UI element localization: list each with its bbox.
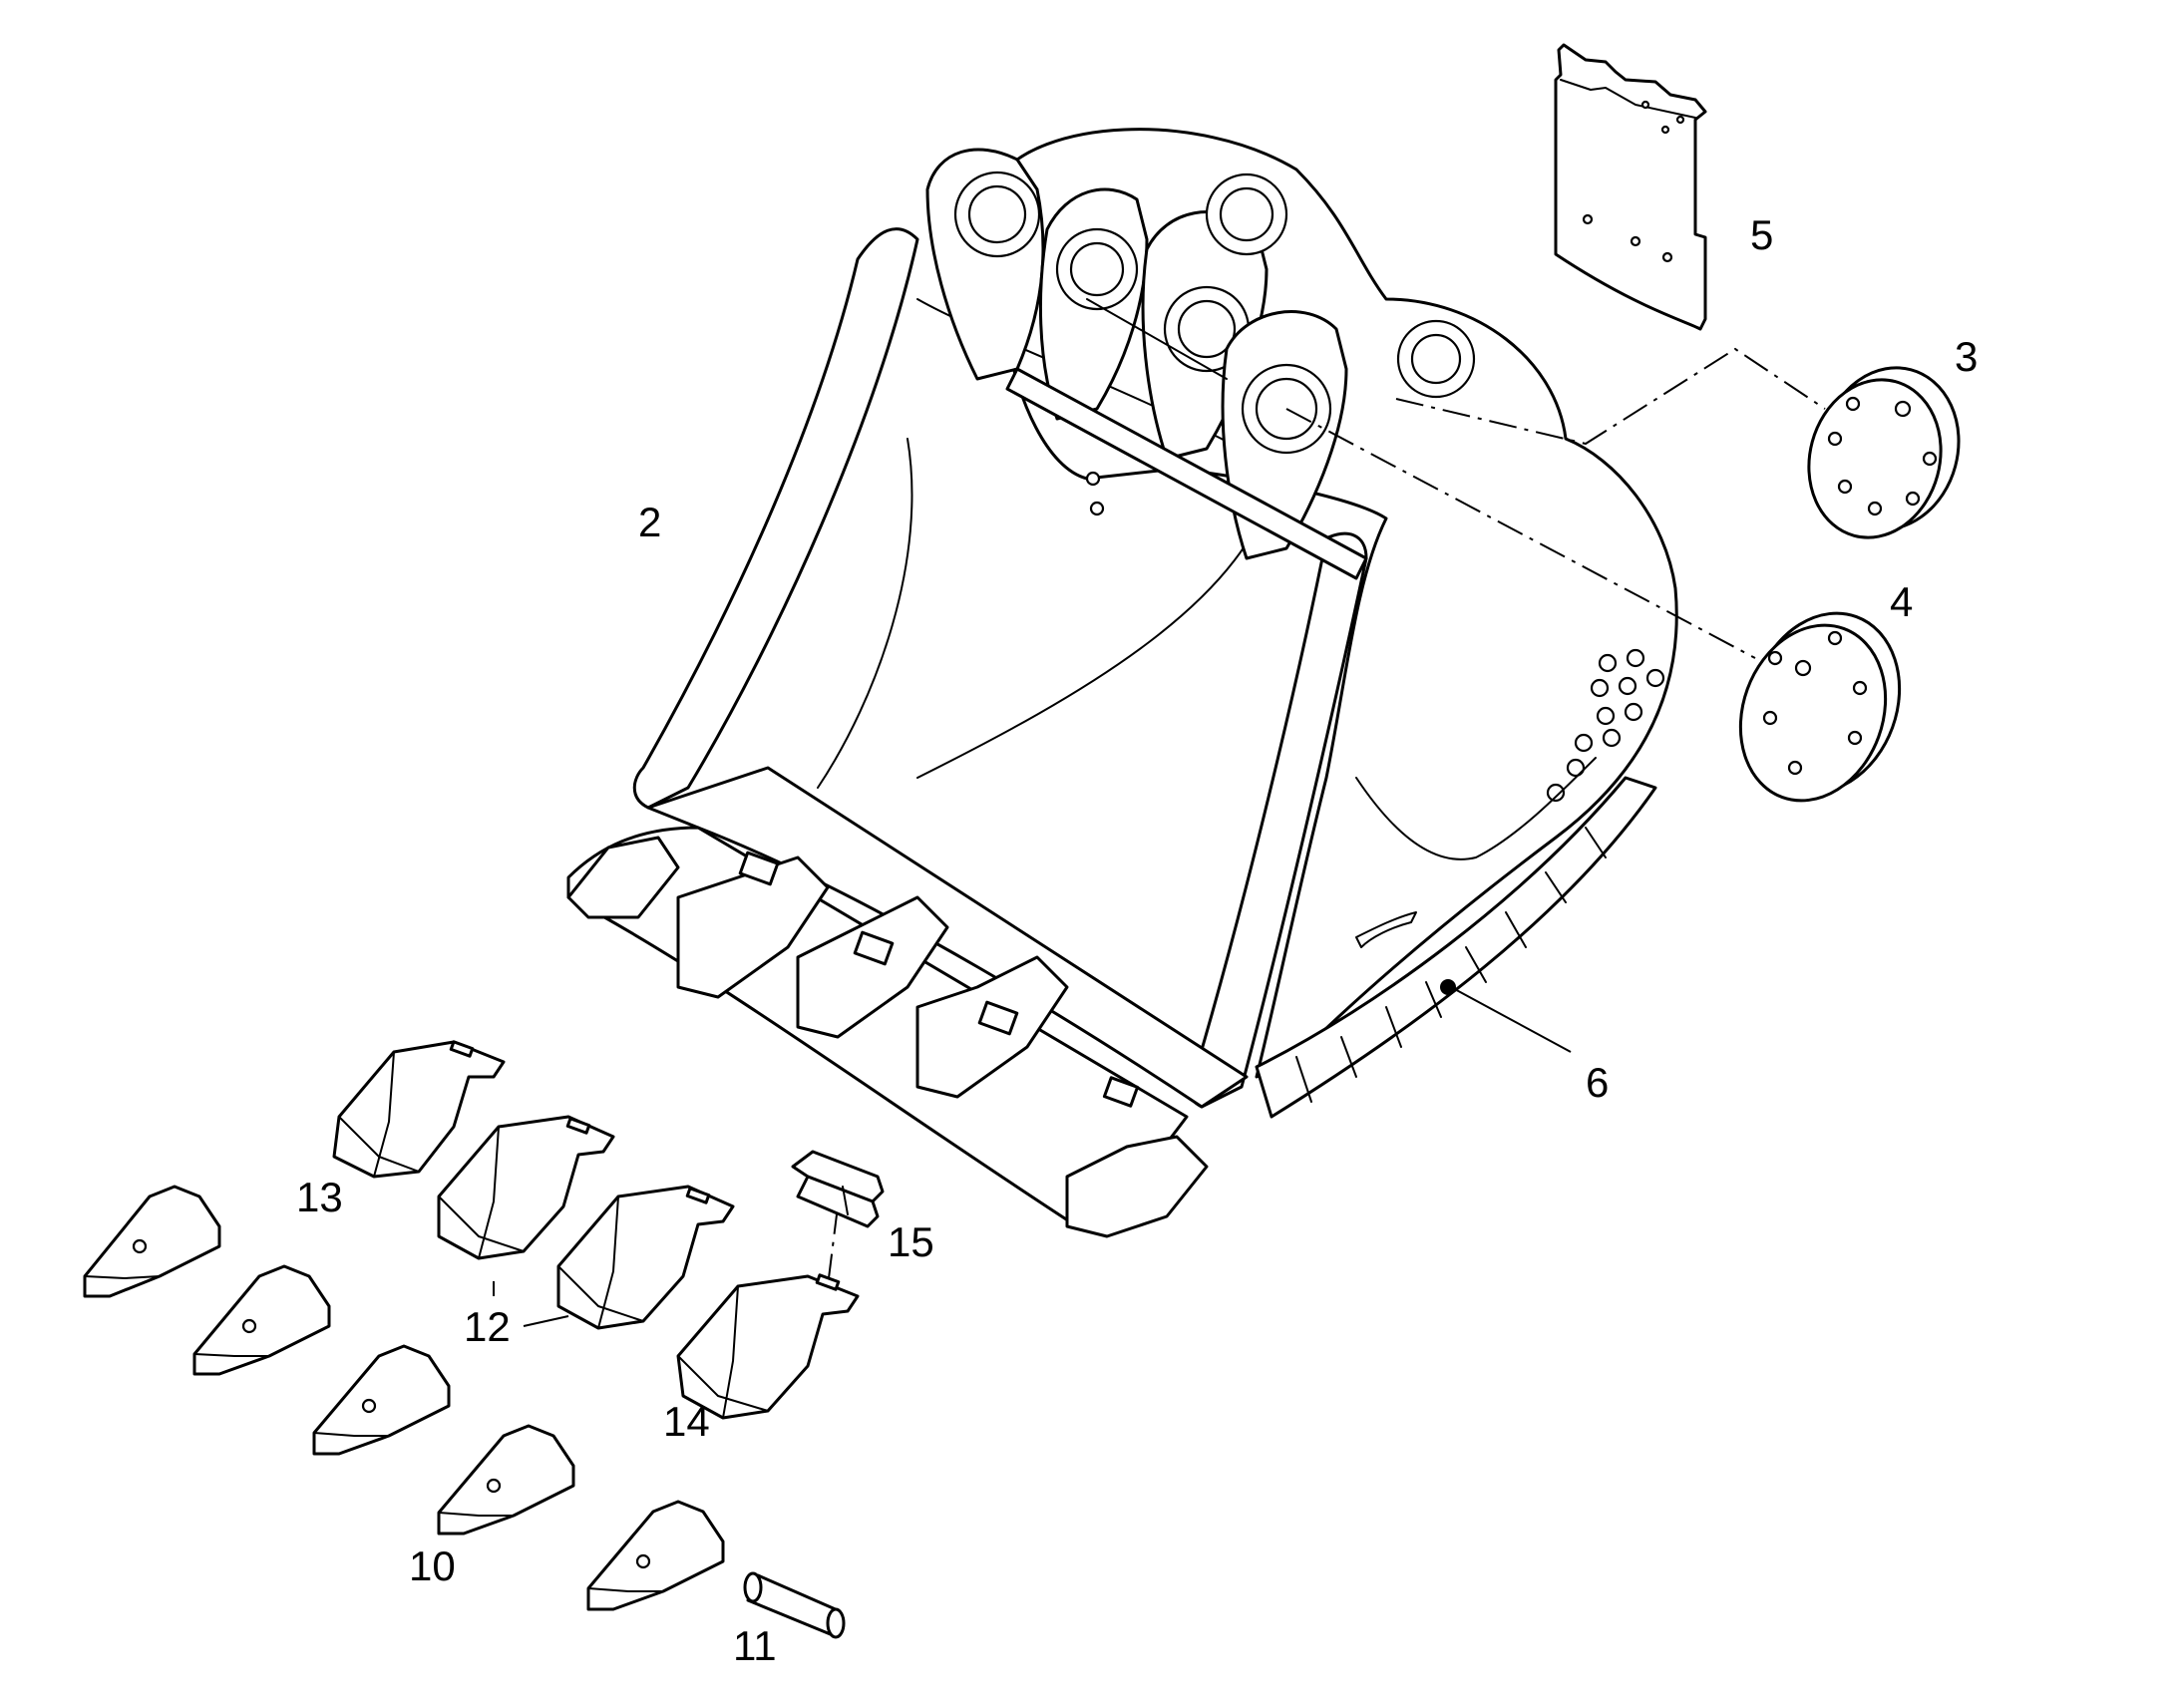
end-cover-4 (1738, 611, 1902, 803)
pin-11 (743, 1571, 846, 1639)
guard-plate (1554, 43, 1707, 331)
callout-12: 12 (464, 1303, 511, 1350)
adapter-12b (556, 1185, 735, 1330)
callout-11: 11 (733, 1622, 777, 1669)
callout-10: 10 (409, 1542, 456, 1589)
tooth-b (192, 1264, 331, 1376)
callout-5: 5 (1750, 211, 1773, 258)
callout-15: 15 (888, 1218, 934, 1265)
tooth-11 (586, 1500, 725, 1611)
tooth-a (83, 1185, 221, 1298)
adapter-13 (332, 1040, 506, 1179)
bucket-body (566, 128, 1678, 1228)
callouts: 2 3 4 5 6 10 11 12 13 14 15 (296, 211, 1978, 1669)
side-cutter (1255, 776, 1657, 1119)
leader-lines (493, 986, 1572, 1327)
end-cover-3 (1807, 366, 1961, 539)
lock-15 (791, 1150, 885, 1228)
adapter-14 (676, 1273, 860, 1420)
callout-3: 3 (1955, 333, 1978, 380)
tooth-10 (437, 1424, 575, 1536)
callout-6: 6 (1586, 1059, 1609, 1106)
callout-13: 13 (296, 1174, 343, 1220)
callout-4: 4 (1890, 578, 1913, 625)
tooth-c (312, 1344, 451, 1456)
center-lines (827, 347, 1826, 1287)
bucket-adapters (566, 836, 1209, 1238)
adapter-12a (437, 1115, 615, 1260)
callout-2: 2 (638, 499, 661, 545)
callout-14: 14 (663, 1398, 710, 1445)
